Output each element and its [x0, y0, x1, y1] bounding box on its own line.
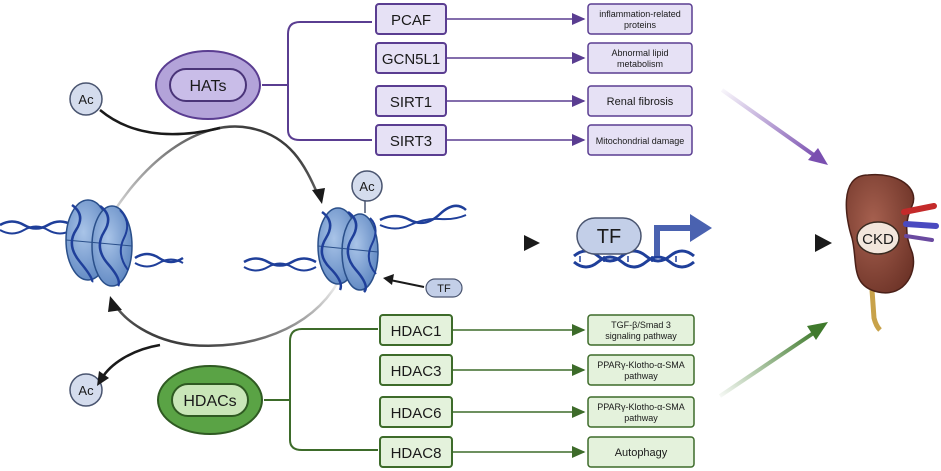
ac-release-curve	[100, 343, 161, 379]
transcription-arrow	[654, 225, 692, 256]
hdac-target-hdac3: HDAC3 PPARγ-Klotho-α-SMA pathway	[379, 354, 695, 386]
hdacs-bracket	[264, 328, 378, 451]
ckd-label: CKD	[862, 231, 894, 248]
ac-release-arrowhead	[97, 371, 109, 386]
tf-large-pill	[576, 217, 642, 255]
hdac-target-label: HDAC1	[391, 323, 442, 340]
nucleosome-right	[243, 200, 467, 293]
ac-histone-label: Ac	[359, 179, 375, 194]
hat-target-label: GCN5L1	[382, 51, 440, 68]
transcription-arrowhead	[690, 214, 712, 242]
hats-label: HATs	[189, 78, 226, 95]
deacetylation-curve	[113, 281, 340, 347]
hdac-effect-label: pathway	[624, 413, 658, 423]
acetylation-curve	[98, 125, 320, 236]
hat-effect-label: metabolism	[617, 59, 663, 69]
nucleosome-left	[0, 199, 184, 287]
ac-top: Ac	[69, 82, 103, 116]
hats-enzyme: HATs	[155, 50, 261, 120]
tf-to-ckd-arrowhead	[815, 234, 832, 252]
ac-join-curve	[99, 109, 221, 136]
hat-effect-label: Mitochondrial damage	[596, 136, 685, 146]
hdac-target-label: HDAC6	[391, 405, 442, 422]
hdac-target-hdac1: HDAC1 TGF-β/Smad 3 signaling pathway	[379, 314, 695, 346]
tf-gene-transcription: TF	[573, 214, 712, 269]
hdac-effect-label: PPARγ-Klotho-α-SMA	[597, 360, 685, 370]
hats-to-ckd-arrowhead	[808, 148, 828, 165]
ac-bottom: Ac	[69, 373, 103, 407]
hat-target-label: SIRT1	[390, 94, 432, 111]
hdac-effect-label: TGF-β/Smad 3	[611, 320, 671, 330]
tf-small-label: TF	[437, 283, 451, 295]
hdac-target-hdac6: HDAC6 PPARγ-Klotho-α-SMA pathway	[379, 396, 695, 428]
hdac-target-hdac8: HDAC8 Autophagy	[379, 436, 695, 468]
hdac-effect-label: pathway	[624, 371, 658, 381]
hdacs-enzyme: HDACs	[157, 365, 263, 435]
nucleosome-to-tf-arrowhead	[524, 235, 540, 251]
hdac-effect-label: PPARγ-Klotho-α-SMA	[597, 402, 685, 412]
ckd-badge	[856, 221, 900, 255]
ac-bottom-label: Ac	[78, 383, 94, 398]
hdacs-label: HDACs	[183, 393, 236, 410]
hdac-target-label: HDAC3	[391, 363, 442, 380]
hat-target-label: PCAF	[391, 12, 431, 29]
tf-small: TF	[383, 274, 463, 298]
ac-top-label: Ac	[78, 92, 94, 107]
hat-target-label: SIRT3	[390, 133, 432, 150]
hdac-target-label: HDAC8	[391, 445, 442, 462]
hat-effect-label: Renal fibrosis	[607, 96, 674, 108]
deacetylation-arrowhead	[108, 296, 122, 312]
hat-effect-label: proteins	[624, 20, 657, 30]
tf-large-label: TF	[597, 226, 621, 248]
hat-effect-label: inflammation-related	[599, 9, 681, 19]
hats-bracket	[262, 21, 372, 141]
hat-target-gcn5l1: GCN5L1 Abnormal lipid metabolism	[375, 42, 693, 74]
hat-target-sirt1: SIRT1 Renal fibrosis	[375, 85, 693, 117]
hdac-effect-label: signaling pathway	[605, 331, 677, 341]
hdacs-to-ckd-arrowhead	[807, 322, 828, 340]
acetylation-arrowhead	[312, 188, 325, 204]
hdacs-to-ckd-arrow	[718, 328, 820, 398]
hat-target-pcaf: PCAF inflammation-related proteins	[375, 3, 693, 35]
hat-target-sirt3: SIRT3 Mitochondrial damage	[375, 124, 693, 156]
hats-to-ckd-arrow	[720, 88, 820, 160]
kidney-icon: CKD	[845, 173, 939, 332]
hat-effect-label: Abnormal lipid	[611, 48, 668, 58]
hdac-effect-label: Autophagy	[615, 447, 668, 459]
ac-histone: Ac	[351, 170, 383, 202]
